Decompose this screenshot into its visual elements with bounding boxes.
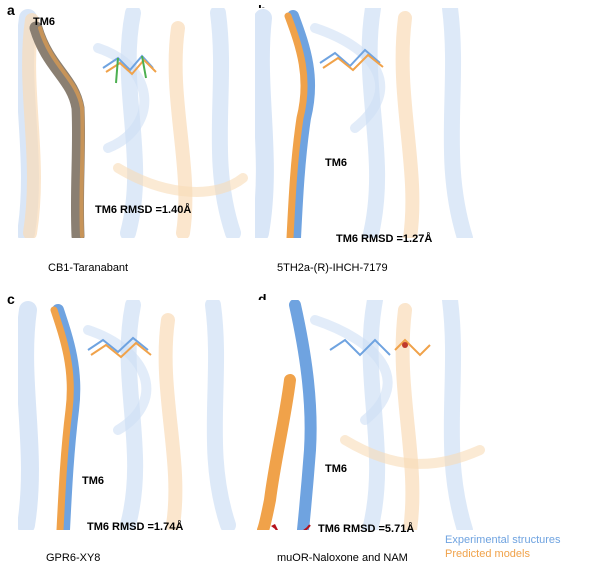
panel-c-svg [18, 300, 236, 530]
panel-b-rmsd: TM6 RMSD =1.27Å [336, 233, 433, 245]
panel-b-caption: 5TH2a-(R)-IHCH-7179 [277, 262, 388, 274]
ligand [329, 338, 431, 357]
panel-c-rmsd: TM6 RMSD =1.74Å [87, 521, 184, 533]
panel-a-structure [18, 8, 248, 238]
tm6-helix-predicted [257, 374, 296, 530]
tm6-helix [50, 304, 81, 530]
panel-c-tm6-label: TM6 [82, 475, 104, 487]
panel-d-tm6-label: TM6 [325, 463, 347, 475]
tm6-helix-experimental [289, 300, 317, 530]
shift-arrow-head [271, 524, 278, 530]
background-helices [255, 8, 473, 238]
panel-d-structure [255, 300, 485, 530]
panel-b-svg [255, 8, 473, 238]
ligand [102, 54, 157, 84]
panel-a-tm6-label: TM6 [33, 16, 55, 28]
panel-c-structure [18, 300, 248, 530]
panel-a-svg [18, 8, 248, 238]
panel-a-label: a [7, 2, 15, 18]
panel-a-caption: CB1-Taranabant [48, 262, 129, 274]
panel-b-tm6-label: TM6 [325, 157, 347, 169]
panel-d-svg [257, 300, 485, 530]
panel-b-structure [255, 8, 485, 238]
panel-c-caption: GPR6-XY8 [46, 552, 101, 564]
ligand [319, 48, 384, 72]
panel-a-rmsd: TM6 RMSD =1.40Å [95, 204, 192, 216]
ligand [87, 336, 152, 359]
panel-d-caption: muOR-Naloxone and NAM [277, 552, 408, 564]
background-helices [18, 300, 236, 530]
shift-arrow [275, 524, 311, 530]
legend-predicted: Predicted models [445, 548, 530, 560]
background-helices [18, 8, 248, 238]
panel-c-label: c [7, 291, 15, 307]
tm6-helix [29, 21, 86, 238]
panel-d-label: d [258, 291, 267, 307]
background-helices [310, 300, 485, 530]
panel-d-rmsd: TM6 RMSD =5.71Å [318, 523, 415, 535]
legend-experimental: Experimental structures [445, 534, 561, 546]
tm6-helix [284, 10, 316, 238]
